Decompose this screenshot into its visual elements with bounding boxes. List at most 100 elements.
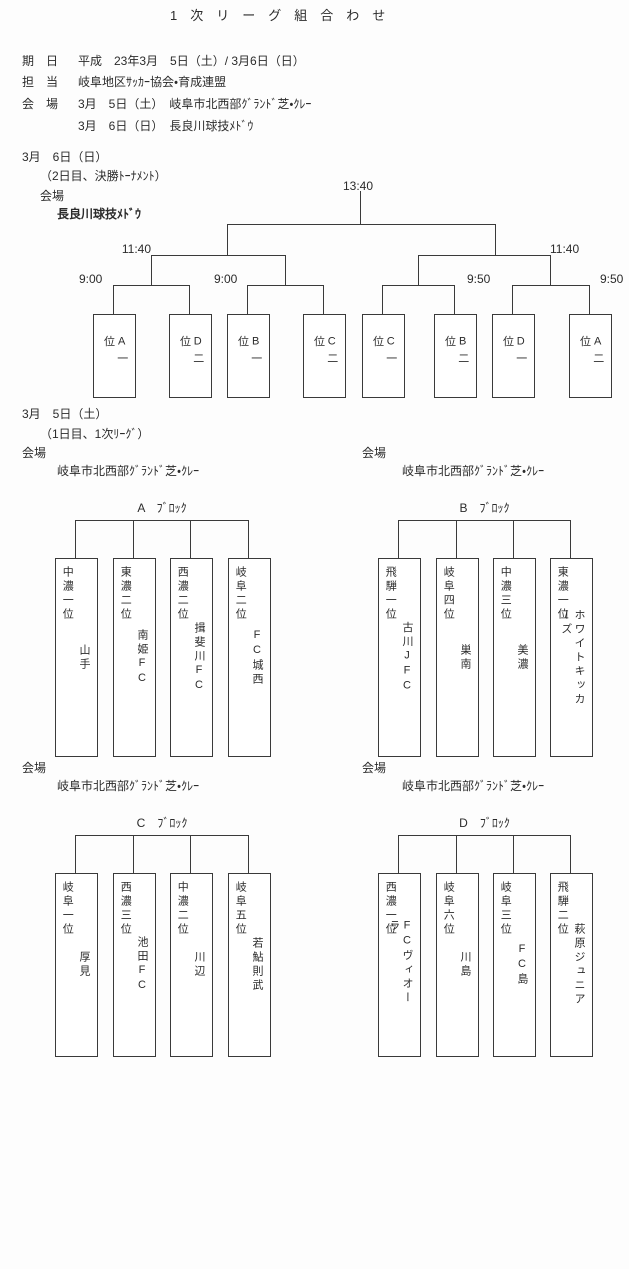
day2-date: 3月 6日（日） — [22, 150, 108, 164]
info-value-venue-day1: 3月 5日（土） 岐阜市北西部ｸﾞﾗﾝﾄﾞ芝・ｸﾚｰ — [78, 97, 312, 111]
block-line — [513, 835, 514, 873]
slot-label: C二位 — [312, 335, 338, 369]
bracket-slot: B二位 — [434, 314, 477, 398]
team-box: 東濃二位 南姫FC — [113, 558, 156, 757]
block-line — [248, 835, 249, 873]
bracket-line — [382, 285, 455, 286]
team-box: 飛騨二位 萩原ジュニア — [550, 873, 593, 1057]
bracket-line — [323, 285, 324, 314]
venue-label-block-b: 会場 — [362, 446, 387, 460]
time-qf4: 9:50 — [600, 272, 624, 286]
team-box: 岐阜四位 巣南 — [436, 558, 479, 757]
info-value-organizer: 岐阜地区ｻｯｶｰ協会・育成連盟 — [78, 75, 227, 89]
team-name: 川辺 — [193, 951, 205, 979]
venue-label-block-d: 会場 — [362, 761, 387, 775]
team-box: 中濃一位 山手 — [55, 558, 98, 757]
day2-subtitle: （2日目、決勝ﾄｰﾅﾒﾝﾄ） — [40, 169, 167, 183]
bracket-line — [589, 285, 590, 314]
team-box: 中濃二位 川辺 — [170, 873, 213, 1057]
team-seed: 岐阜六位 — [442, 881, 455, 937]
slot-label: D一位 — [501, 335, 527, 369]
info-value-date: 平成 23年3月 5日（土）/ 3月6日（日） — [78, 54, 305, 68]
bracket-line — [360, 191, 361, 224]
info-value-venue-day2: 3月 6日（日） 長良川球技ﾒﾄﾞｳ — [78, 119, 254, 133]
team-box: 東濃一位 ホワイトキッカーズ — [550, 558, 593, 757]
team-box: 西濃一位 FCヴィオーラ — [378, 873, 421, 1057]
block-line — [398, 835, 571, 836]
team-seed: 岐阜五位 — [234, 881, 247, 937]
block-line — [398, 520, 399, 558]
team-box: 岐阜二位 FC城西 — [228, 558, 271, 757]
bracket-slot: C一位 — [362, 314, 405, 398]
bracket-line — [285, 255, 286, 285]
bracket-line — [418, 255, 551, 256]
team-seed: 西濃二位 — [176, 566, 189, 622]
team-name: 萩原ジュニア — [573, 923, 585, 1007]
bracket-slot: C二位 — [303, 314, 346, 398]
bracket-line — [113, 285, 190, 286]
block-line — [513, 520, 514, 558]
slot-label: C一位 — [371, 335, 397, 369]
time-qf1: 9:00 — [79, 272, 103, 286]
block-line — [75, 835, 76, 873]
team-box: 岐阜六位 川島 — [436, 873, 479, 1057]
team-seed: 西濃一位 — [384, 881, 397, 937]
team-box: 西濃二位 揖斐川FC — [170, 558, 213, 757]
block-line — [398, 520, 571, 521]
bracket-line — [151, 255, 152, 285]
team-seed: 岐阜四位 — [442, 566, 455, 622]
venue-name-block-b: 岐阜市北西部ｸﾞﾗﾝﾄﾞ芝・ｸﾚｰ — [402, 464, 545, 478]
block-line — [190, 835, 191, 873]
bracket-line — [113, 285, 114, 314]
block-line — [133, 835, 134, 873]
slot-label: A一位 — [102, 335, 128, 369]
block-c-label: C ﾌﾞﾛｯｸ — [136, 816, 188, 830]
bracket-slot: D一位 — [492, 314, 535, 398]
team-box: 中濃三位 美濃 — [493, 558, 536, 757]
venue-label-block-c: 会場 — [22, 761, 47, 775]
team-name: FCヴィオーラ — [387, 919, 413, 1006]
slot-label: A二位 — [578, 335, 604, 369]
venue-name-block-d: 岐阜市北西部ｸﾞﾗﾝﾄﾞ芝・ｸﾚｰ — [402, 779, 545, 793]
team-name: 川島 — [459, 951, 471, 979]
bracket-line — [512, 285, 513, 314]
block-line — [75, 520, 76, 558]
page-title: 1次リーグ組合わせ — [170, 8, 399, 23]
day2-venue-name: 長良川球技ﾒﾄﾞｳ — [57, 207, 142, 221]
team-name: 揖斐川FC — [193, 621, 205, 694]
team-name: FC島 — [516, 943, 528, 987]
team-seed: 東濃一位 — [556, 566, 569, 622]
team-name: 古川JFC — [401, 621, 413, 694]
team-seed: 中濃三位 — [499, 566, 512, 622]
team-name: 美濃 — [516, 643, 528, 672]
time-qf3: 9:50 — [467, 272, 491, 286]
day1-subtitle: （1日目、1次ﾘｰｸﾞ） — [40, 427, 150, 441]
block-line — [398, 835, 399, 873]
block-b-label: B ﾌﾞﾛｯｸ — [459, 501, 510, 515]
team-name: ホワイトキッカーズ — [559, 608, 585, 707]
team-name: 池田FC — [136, 936, 148, 994]
bracket-line — [247, 285, 248, 314]
time-semifinal-left: 11:40 — [121, 242, 151, 256]
block-line — [248, 520, 249, 558]
team-box: 西濃三位 池田FC — [113, 873, 156, 1057]
team-seed: 岐阜一位 — [61, 881, 74, 937]
slot-label: B二位 — [443, 335, 469, 369]
bracket-line — [512, 285, 590, 286]
team-name: 厚見 — [78, 951, 90, 979]
block-line — [133, 520, 134, 558]
team-box: 岐阜一位 厚見 — [55, 873, 98, 1057]
venue-name-block-a: 岐阜市北西部ｸﾞﾗﾝﾄﾞ芝・ｸﾚｰ — [57, 464, 200, 478]
block-line — [456, 520, 457, 558]
team-name: 巣南 — [459, 643, 471, 672]
team-seed: 飛騨一位 — [384, 566, 397, 622]
slot-label: D二位 — [178, 335, 204, 369]
bracket-line — [495, 224, 496, 255]
info-label-date: 期 日 — [22, 54, 59, 68]
time-semifinal-right: 11:40 — [550, 242, 580, 256]
bracket-line — [227, 224, 496, 225]
team-name: FC城西 — [251, 628, 263, 687]
bracket-slot: B一位 — [227, 314, 270, 398]
block-line — [570, 835, 571, 873]
